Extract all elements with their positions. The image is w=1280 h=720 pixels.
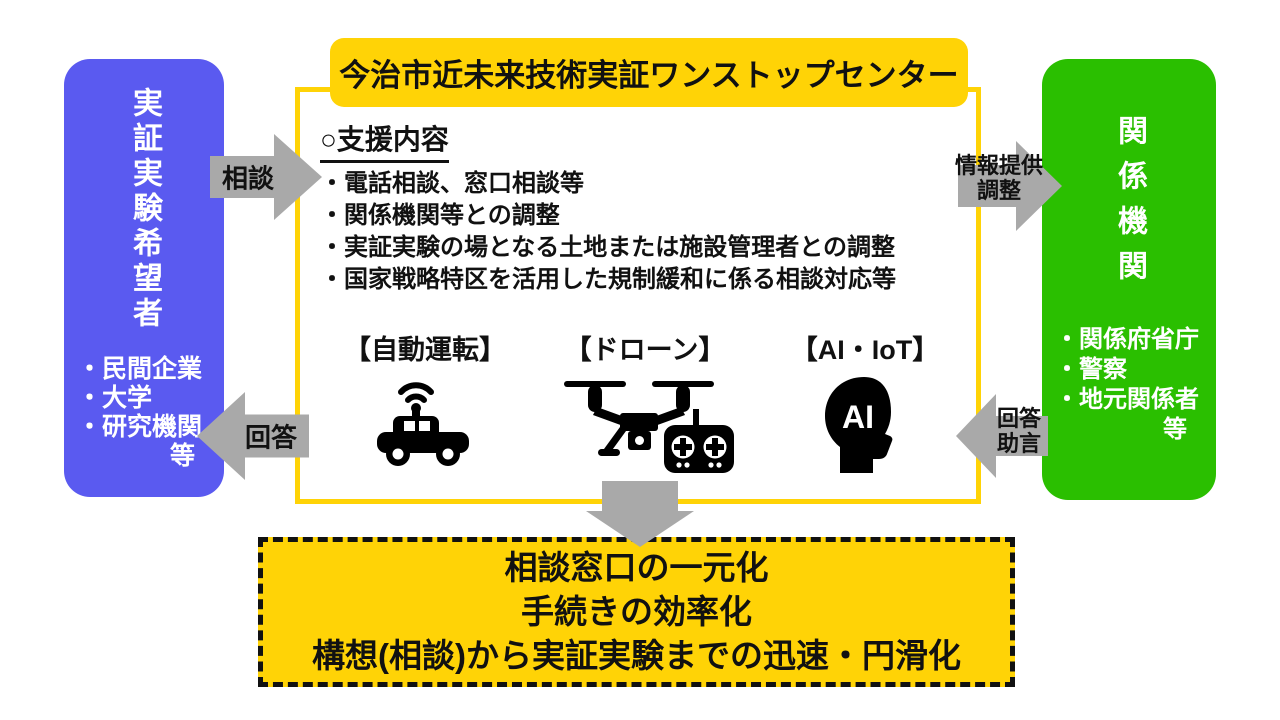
reply-advice-arrow-label: 回答 助言 bbox=[996, 406, 1041, 456]
reply-arrow-label: 回答 bbox=[244, 422, 297, 453]
info-provision-arrow-label: 情報提供 調整 bbox=[954, 153, 1043, 203]
category-ai-iot: 【AI・IoT】 AI bbox=[770, 328, 960, 473]
autonomous-car-icon bbox=[377, 382, 469, 466]
outcome-line: 相談窓口の一元化 bbox=[504, 549, 769, 586]
organizations-box: 関係機関 ・関係府省庁 ・警察 ・地元関係者 等 bbox=[1042, 59, 1216, 500]
category-label: 【AI・IoT】 bbox=[790, 335, 940, 365]
list-suffix: 等 bbox=[1163, 416, 1187, 443]
organizations-title: 関係機関 bbox=[1113, 115, 1146, 295]
list-suffix: 等 bbox=[169, 442, 195, 470]
category-label: 【ドローン】 bbox=[564, 335, 726, 365]
ai-icon-text: AI bbox=[842, 399, 874, 435]
list-item: ・研究機関 bbox=[77, 413, 203, 441]
support-bullet: ・関係機関等との調整 bbox=[320, 202, 560, 229]
applicants-title: 実証実験希望者 bbox=[128, 87, 161, 332]
support-heading: ○支援内容 bbox=[320, 118, 449, 163]
support-bullet: ・実証実験の場となる土地または施設管理者との調整 bbox=[320, 234, 896, 261]
category-label: 【自動運転】 bbox=[344, 335, 506, 365]
right-arrow-icon bbox=[210, 134, 322, 220]
consult-arrow-label: 相談 bbox=[221, 163, 274, 194]
left-arrow-icon bbox=[197, 392, 309, 480]
outcome-box: 相談窓口の一元化 手続きの効率化 構想(相談)から実証実験までの迅速・円滑化 bbox=[258, 537, 1015, 687]
reply-advice-arrow: 回答 助言 bbox=[956, 390, 1048, 482]
drone-icon bbox=[564, 381, 734, 473]
outcome-line: 手続きの効率化 bbox=[521, 593, 752, 630]
list-item: ・地元関係者 bbox=[1055, 386, 1199, 413]
category-autonomous-driving: 【自動運転】 bbox=[330, 328, 520, 473]
applicants-list: ・民間企業 ・大学 ・研究機関 等 bbox=[77, 355, 211, 471]
consult-arrow: 相談 bbox=[210, 132, 322, 222]
list-item: ・大学 bbox=[77, 384, 153, 412]
applicants-box: 実証実験希望者 ・民間企業 ・大学 ・研究機関 等 bbox=[64, 59, 224, 497]
reply-arrow: 回答 bbox=[197, 390, 309, 482]
down-arrow-icon bbox=[586, 481, 694, 547]
list-item: ・警察 bbox=[1055, 356, 1127, 383]
category-drone: 【ドローン】 bbox=[550, 328, 740, 473]
support-bullet: ・国家戦略特区を活用した規制緩和に係る相談対応等 bbox=[320, 266, 896, 293]
support-bullet: ・電話相談、窓口相談等 bbox=[320, 170, 584, 197]
category-row: 【自動運転】 【ドローン】 bbox=[330, 328, 960, 473]
ai-head-icon: AI bbox=[825, 377, 893, 473]
support-bullets: ・電話相談、窓口相談等 ・関係機関等との調整 ・実証実験の場となる土地または施設… bbox=[320, 168, 896, 296]
list-item: ・関係府省庁 bbox=[1055, 326, 1199, 353]
info-provision-arrow: 情報提供 調整 bbox=[955, 137, 1062, 235]
outcome-arrow bbox=[586, 481, 694, 547]
outcome-line: 構想(相談)から実証実験までの迅速・円滑化 bbox=[312, 637, 961, 674]
left-arrow-icon bbox=[956, 394, 1048, 478]
center-title-banner: 今治市近未来技術実証ワンストップセンター bbox=[330, 38, 968, 107]
right-arrow-icon bbox=[958, 141, 1062, 231]
list-item: ・民間企業 bbox=[77, 355, 203, 383]
organizations-list: ・関係府省庁 ・警察 ・地元関係者 等 bbox=[1055, 325, 1203, 445]
